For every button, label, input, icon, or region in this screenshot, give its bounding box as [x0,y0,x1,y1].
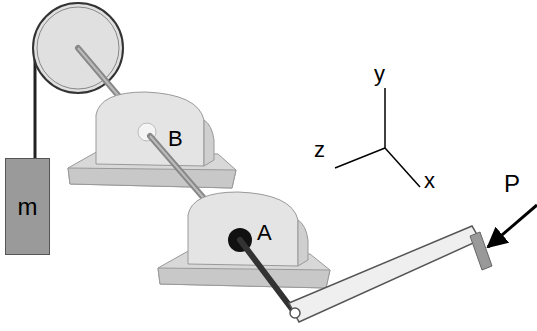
y-axis [384,88,386,148]
crank-shaft [240,240,295,313]
bearing-a [158,192,330,288]
part-label: B [168,128,183,150]
axis-label: z [314,139,325,161]
mass-block: m [5,158,50,255]
axis-label: x [424,170,435,192]
part-label: A [257,222,272,244]
z-axis [335,148,385,168]
force-arrow [488,205,537,247]
crank-hole [290,308,300,318]
crank-handle [470,232,492,270]
part-label: P [504,172,520,196]
crank-lever [289,226,480,322]
axis-label: y [374,63,385,85]
x-axis [385,148,420,187]
mass-label: m [18,193,38,221]
